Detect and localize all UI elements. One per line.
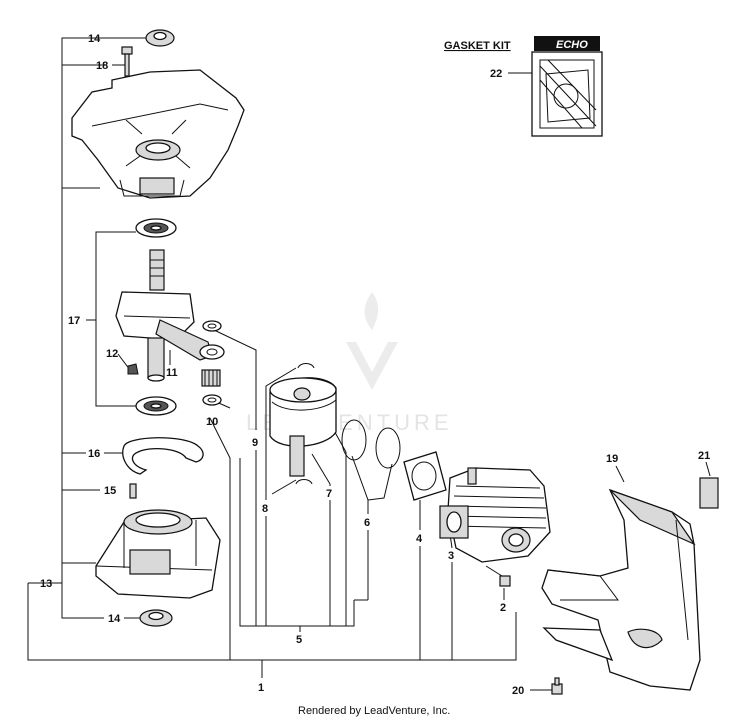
callout-8: 8 bbox=[262, 503, 268, 515]
cover-screw bbox=[551, 677, 563, 695]
retaining-ring bbox=[122, 437, 204, 475]
piston-clip-upper bbox=[297, 363, 315, 369]
echo-logo-band bbox=[534, 36, 600, 51]
callout-17: 17 bbox=[68, 315, 80, 327]
connecting-rod bbox=[155, 319, 225, 361]
dowel-pin bbox=[129, 483, 137, 499]
bearing-top bbox=[135, 218, 177, 238]
callout-10: 10 bbox=[206, 416, 218, 428]
callout-20: 20 bbox=[512, 685, 524, 697]
callout-12: 12 bbox=[106, 348, 118, 360]
callout-7: 7 bbox=[326, 488, 332, 500]
callout-3: 3 bbox=[448, 550, 454, 562]
callout-2: 2 bbox=[500, 602, 506, 614]
needle-bearing bbox=[201, 369, 221, 387]
cylinder-bolt bbox=[485, 565, 511, 587]
crankcase-upper bbox=[71, 69, 245, 199]
oil-seal-bottom bbox=[139, 609, 173, 627]
thrust-washers bbox=[202, 320, 222, 406]
callout-21: 21 bbox=[698, 450, 710, 462]
cylinder-gasket bbox=[403, 451, 447, 501]
footer-credit: Rendered by LeadVenture, Inc. bbox=[298, 705, 450, 717]
callout-5: 5 bbox=[296, 634, 302, 646]
gasket-kit: GASKET KIT ECHO bbox=[444, 36, 603, 137]
echo-logo-text: ECHO bbox=[556, 39, 588, 51]
callout-13: 13 bbox=[40, 578, 52, 590]
cylinder-cover bbox=[541, 488, 701, 691]
bolt bbox=[121, 46, 133, 77]
callout-16: 16 bbox=[88, 448, 100, 460]
bearing-bottom bbox=[135, 396, 177, 416]
callout-19: 19 bbox=[606, 453, 618, 465]
callout-14-top: 14 bbox=[88, 33, 101, 45]
gasket-kit-package bbox=[531, 51, 603, 137]
oil-seal-top bbox=[145, 29, 175, 47]
callouts: 14 18 17 12 11 10 9 16 15 13 14 8 7 6 4 … bbox=[40, 33, 710, 697]
gasket-kit-title: GASKET KIT bbox=[444, 40, 511, 52]
label-plate bbox=[699, 477, 719, 509]
callout-6: 6 bbox=[364, 517, 370, 529]
callout-14-bottom: 14 bbox=[108, 613, 121, 625]
crankcase-lower bbox=[95, 509, 221, 599]
parts bbox=[71, 29, 719, 695]
crankshaft bbox=[115, 249, 195, 382]
piston-rings bbox=[341, 419, 401, 469]
callout-9: 9 bbox=[252, 437, 258, 449]
woodruff-key bbox=[127, 363, 139, 375]
cylinder bbox=[439, 467, 551, 563]
callout-22: 22 bbox=[490, 68, 502, 80]
callout-15: 15 bbox=[104, 485, 116, 497]
callout-1: 1 bbox=[258, 682, 264, 694]
piston-clip-lower bbox=[295, 479, 313, 485]
callout-18: 18 bbox=[96, 60, 108, 72]
callout-4: 4 bbox=[416, 533, 423, 545]
callout-11: 11 bbox=[166, 367, 178, 379]
piston-pin bbox=[289, 435, 305, 477]
piston bbox=[269, 377, 337, 447]
leader-lines bbox=[27, 37, 711, 691]
